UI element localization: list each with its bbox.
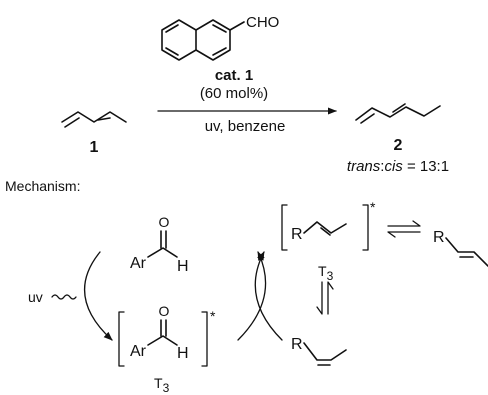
selectivity-value: = 13:1 [403, 158, 449, 175]
equilibrium-arrows-vertical [316, 281, 334, 315]
product-label: 2 [394, 137, 403, 154]
equilibrium-arrows-horizontal [387, 220, 421, 238]
uv-wavy-line [51, 294, 77, 300]
trans-alkene-substituent: R [433, 229, 445, 246]
substrate-label: 1 [90, 139, 99, 156]
selectivity-ratio: trans:cis = 13:1 [347, 158, 449, 175]
aldehyde-hydrogen: H [177, 258, 189, 275]
substrate-1-structure [61, 111, 127, 128]
catalyst-name: cat. 1 [215, 67, 253, 84]
aldehyde-excited-oxygen: O [159, 303, 170, 319]
selectivity-separator: : [380, 158, 384, 175]
aldehyde-triplet-label: T3 [154, 375, 170, 395]
excitation-arrow [83, 251, 113, 341]
aldehyde-excited-aryl: Ar [130, 343, 147, 360]
aldehyde-excited-state: O Ar H * T3 [118, 303, 216, 395]
catalyst-loading: (60 mol%) [200, 85, 268, 102]
uv-label: uv [28, 289, 43, 305]
selectivity-trans: trans [347, 158, 381, 175]
reaction-conditions: uv, benzene [205, 118, 286, 135]
aldehyde-excited-hydrogen: H [177, 345, 189, 362]
trans-alkene-structure: R [433, 229, 488, 267]
excited-alkene-substituent: R [291, 226, 303, 243]
alkene-excited-state: R * T3 [281, 199, 376, 283]
aldehyde-excited-star: * [210, 308, 216, 324]
energy-transfer-arrow-up [254, 251, 283, 341]
aldehyde-ground-state: O Ar H [130, 214, 189, 275]
aldehyde-aryl: Ar [130, 255, 147, 272]
catalyst-group-label: CHO [246, 14, 279, 31]
aldehyde-oxygen: O [159, 214, 170, 230]
cis-alkene-structure: R [291, 336, 347, 366]
mechanism-heading: Mechanism: [5, 178, 80, 194]
alkene-triplet-label: T3 [318, 263, 334, 283]
product-2-structure [355, 103, 441, 124]
cis-alkene-substituent: R [291, 336, 303, 353]
naphthaldehyde-catalyst-structure [161, 19, 245, 61]
selectivity-cis: cis [384, 158, 403, 175]
alkene-excited-star: * [370, 199, 376, 215]
energy-transfer-arrow-down [237, 251, 267, 341]
